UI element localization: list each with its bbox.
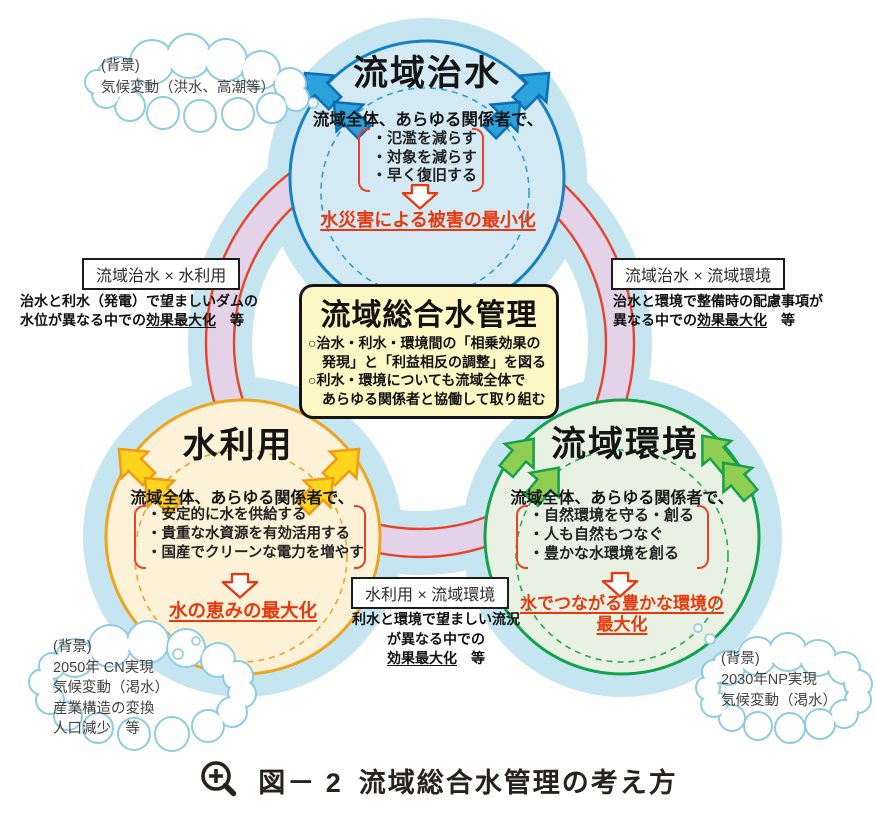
cloud-top-left-line1: (背景) [101, 58, 140, 74]
environment-bullet-list: ・自然環境を守る・創る ・人も自然もつなぐ ・豊かな水環境を創る [529, 506, 694, 563]
note-use-x-env-line2: が異なる中での [387, 630, 485, 647]
cloud-bottom-left-line2: 2050年 CN実現 [53, 659, 154, 676]
figure-caption: 図－ 2 流域総合水管理の考え方 [0, 758, 876, 802]
cloud-bottom-right-shape [693, 623, 873, 744]
cloud-bottom-right-text: (背景) 2030年NP実現 気候変動（渇水） [721, 649, 837, 712]
cloud-bottom-left-line1: (背景) [53, 639, 92, 655]
water-use-goal: 水の恵みの最大化 [168, 600, 317, 621]
flood-title: 流域治水 [352, 54, 501, 93]
environment-bullet-2: ・人も自然もつなぐ [529, 526, 664, 543]
flood-goal: 水災害による被害の最小化 [320, 210, 536, 230]
water-use-bullet-1: ・安定的に水を供給する [147, 507, 307, 523]
label-flood-x-use: 流域治水 × 水利用 [82, 258, 241, 290]
note-use-x-env-suffix: 等 [457, 650, 485, 666]
flood-bullet-3: ・早く復旧する [372, 167, 478, 184]
cloud-top-left-line2: 気候変動（洪水、高潮等） [101, 79, 275, 96]
label-flood-x-env: 流域治水 × 流域環境 [611, 258, 786, 290]
cloud-bottom-right-line3: 気候変動（渇水） [721, 693, 837, 709]
note-flood-x-env-pre: 異なる中での [613, 312, 697, 328]
cloud-bottom-right-line2: 2030年NP実現 [721, 672, 817, 688]
note-flood-x-use: 治水と利水（発電）で望ましいダムの 水位が異なる中での効果最大化 等 [20, 292, 296, 330]
note-flood-x-use-underlined: 効果最大化 [146, 312, 216, 328]
cloud-top-left-shape [84, 33, 327, 133]
water-use-title: 水利用 [182, 426, 294, 465]
water-use-bullet-2: ・貴重な水資源を有効活用する [147, 526, 350, 542]
label-use-x-env: 水利用 × 流域環境 [351, 577, 510, 609]
caption-title: 流域総合水管理の考え方 [358, 767, 678, 798]
note-flood-x-env-suffix: 等 [767, 312, 795, 328]
environment-bullet-3: ・豊かな水環境を創る [529, 545, 680, 562]
water-use-intro: 流域全体、あらゆる関係者で、 [130, 490, 354, 507]
environment-goal: 水でつながる豊かな環境の 最大化 [500, 593, 744, 635]
note-flood-x-env-underlined: 効果最大化 [697, 312, 767, 328]
center-box-line-3: ○利水・環境についても流域全体で [308, 372, 526, 388]
center-box-line-4: あらゆる関係者と協働して取り組む [308, 390, 546, 407]
note-flood-x-use-line1: 治水と利水（発電）で望ましいダムの [20, 293, 258, 309]
note-flood-x-use-pre: 水位が異なる中での [20, 312, 146, 328]
note-flood-x-use-line2: 水位が異なる中での効果最大化 等 [20, 311, 296, 330]
environment-title: 流域環境 [550, 425, 699, 464]
note-use-x-env-line3: 効果最大化 等 [340, 649, 532, 669]
cloud-bottom-left-line5: 人口減少 等 [53, 721, 140, 737]
flood-bullet-list: ・氾濫を減らす ・対象を減らす ・早く復旧する [372, 130, 477, 186]
flood-bracket-right [472, 128, 484, 192]
cloud-bottom-left-text: (背景) 2050年 CN実現 気候変動（渇水） 産業構造の変換 人口減少 等 [53, 637, 169, 740]
cloud-bottom-left-line4: 産業構造の変換 [53, 700, 155, 717]
cloud-bottom-right-line1: (背景) [721, 651, 760, 667]
center-box-body: ○治水・利水・環境間の「相乗効果の 発現」と「利益相反の調整」を図る ○利水・環… [308, 334, 550, 408]
environment-bracket-left [516, 505, 528, 569]
environment-bracket-right [697, 505, 709, 569]
center-box: 流域総合水管理 ○治水・利水・環境間の「相乗効果の 発現」と「利益相反の調整」を… [299, 284, 559, 419]
center-box-title: 流域総合水管理 [320, 299, 538, 332]
flood-dashed-circle [320, 87, 530, 297]
caption-figure-number: 図－ 2 [258, 767, 343, 798]
environment-bullet-1: ・自然環境を守る・創る [529, 507, 695, 524]
flood-bullet-2: ・対象を減らす [372, 148, 477, 166]
water-use-bracket-right [354, 505, 366, 569]
zoom-magnifier-icon[interactable] [198, 758, 242, 802]
environment-intro: 流域全体、あらゆる関係者で、 [510, 490, 734, 507]
note-use-x-env-underlined: 効果最大化 [387, 650, 457, 666]
note-flood-x-env-line2: 異なる中での効果最大化 等 [613, 311, 875, 330]
cloud-top-left-text: (背景) 気候変動（洪水、高潮等） [101, 56, 275, 99]
note-use-x-env-line1: 利水と環境で望ましい流況 [352, 611, 520, 627]
environment-goal-line2: 最大化 [596, 615, 648, 634]
cloud-bottom-left-line3: 気候変動（渇水） [53, 680, 169, 696]
note-use-x-env: 利水と環境で望ましい流況 が異なる中での 効果最大化 等 [340, 610, 532, 669]
note-flood-x-env-line1: 治水と環境で整備時の配慮事項が [613, 293, 823, 309]
note-flood-x-env: 治水と環境で整備時の配慮事項が 異なる中での効果最大化 等 [613, 292, 875, 330]
environment-goal-line1: 水でつながる豊かな環境の [520, 594, 724, 613]
center-box-line-1: ○治水・利水・環境間の「相乗効果の [308, 335, 541, 351]
center-box-line-2: 発現」と「利益相反の調整」を図る [308, 353, 546, 370]
flood-bracket-left [358, 128, 370, 192]
flood-intro: 流域全体、あらゆる関係者で、 [312, 111, 544, 129]
cloud-bottom-left-shape [28, 620, 257, 752]
flood-bullet-1: ・氾濫を減らす [372, 130, 477, 147]
water-use-bullet-list: ・安定的に水を供給する ・貴重な水資源を有効活用する ・国産でクリーンな電力を増… [147, 506, 364, 563]
water-use-bracket-left [134, 505, 146, 569]
note-flood-x-use-suffix: 等 [216, 312, 244, 328]
water-use-bullet-3: ・国産でクリーンな電力を増やす [147, 545, 364, 561]
